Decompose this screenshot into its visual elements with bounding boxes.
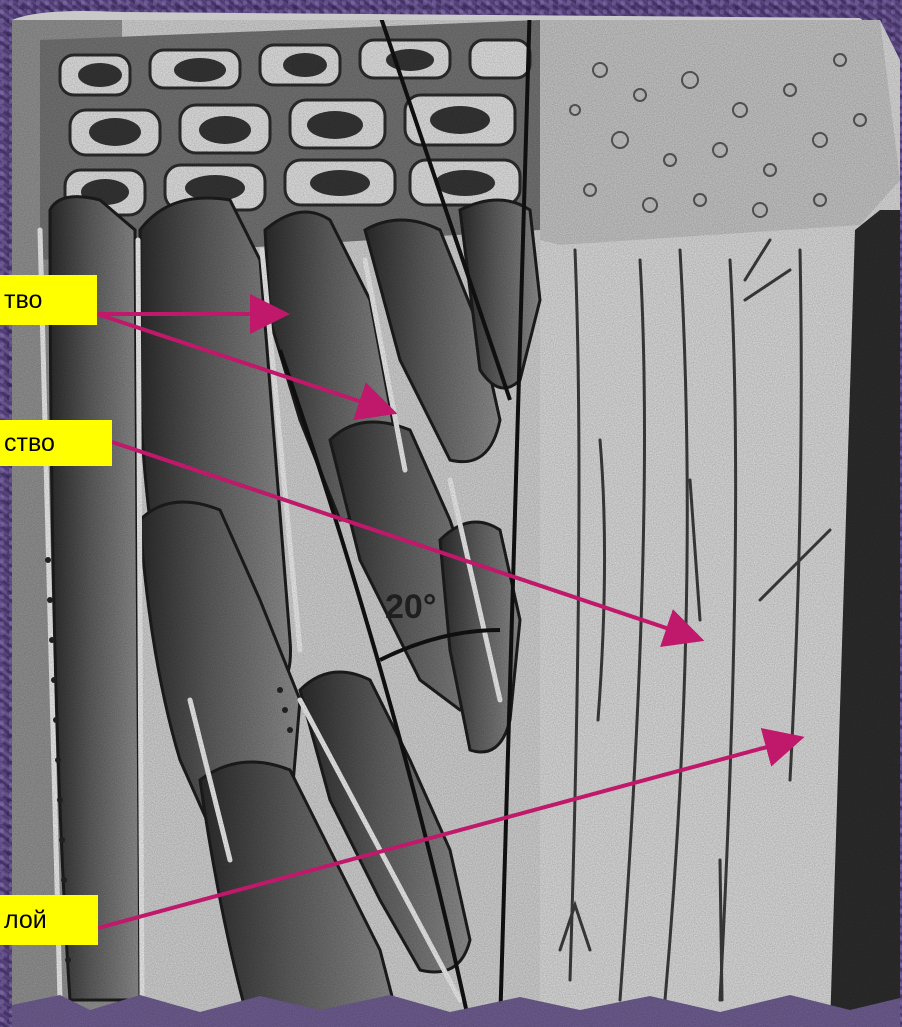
label-1: тво <box>0 275 97 325</box>
arrow-3 <box>98 740 793 928</box>
arrow-1b <box>97 314 386 410</box>
label-3: лой <box>0 895 98 945</box>
arrow-2 <box>112 442 693 637</box>
label-2: ство <box>0 420 112 466</box>
